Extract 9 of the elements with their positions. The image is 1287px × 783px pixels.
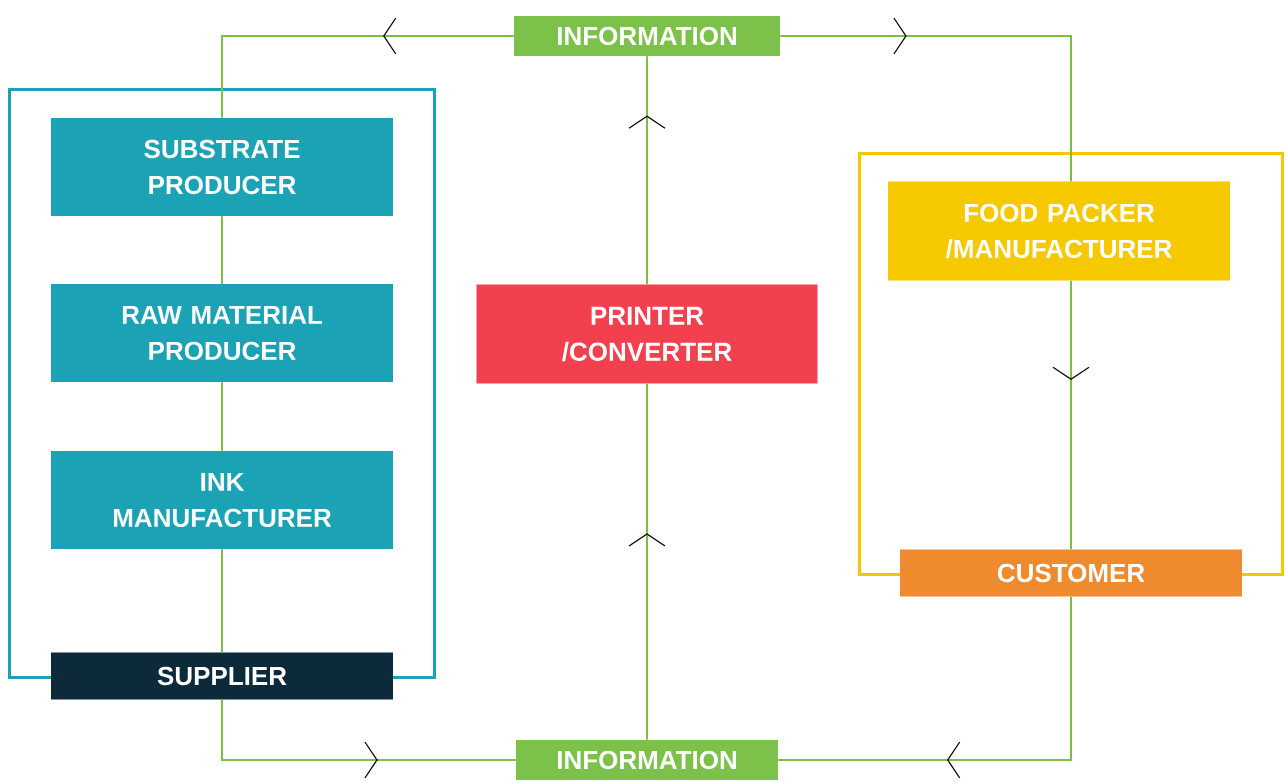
process-box: INK MANUFACTURER — [51, 451, 393, 549]
process-box: SUBSTRATE PRODUCER — [51, 118, 393, 216]
process-box: RAW MATERIAL PRODUCER — [51, 284, 393, 382]
label-box: SUPPLIER — [51, 652, 393, 700]
label-box: CUSTOMER — [900, 549, 1242, 597]
process-box: FOOD PACKER /MANUFACTURER — [888, 181, 1230, 281]
label-box: INFORMATION — [514, 16, 780, 56]
label-box: INFORMATION — [516, 740, 778, 780]
process-box: PRINTER /CONVERTER — [476, 284, 818, 384]
